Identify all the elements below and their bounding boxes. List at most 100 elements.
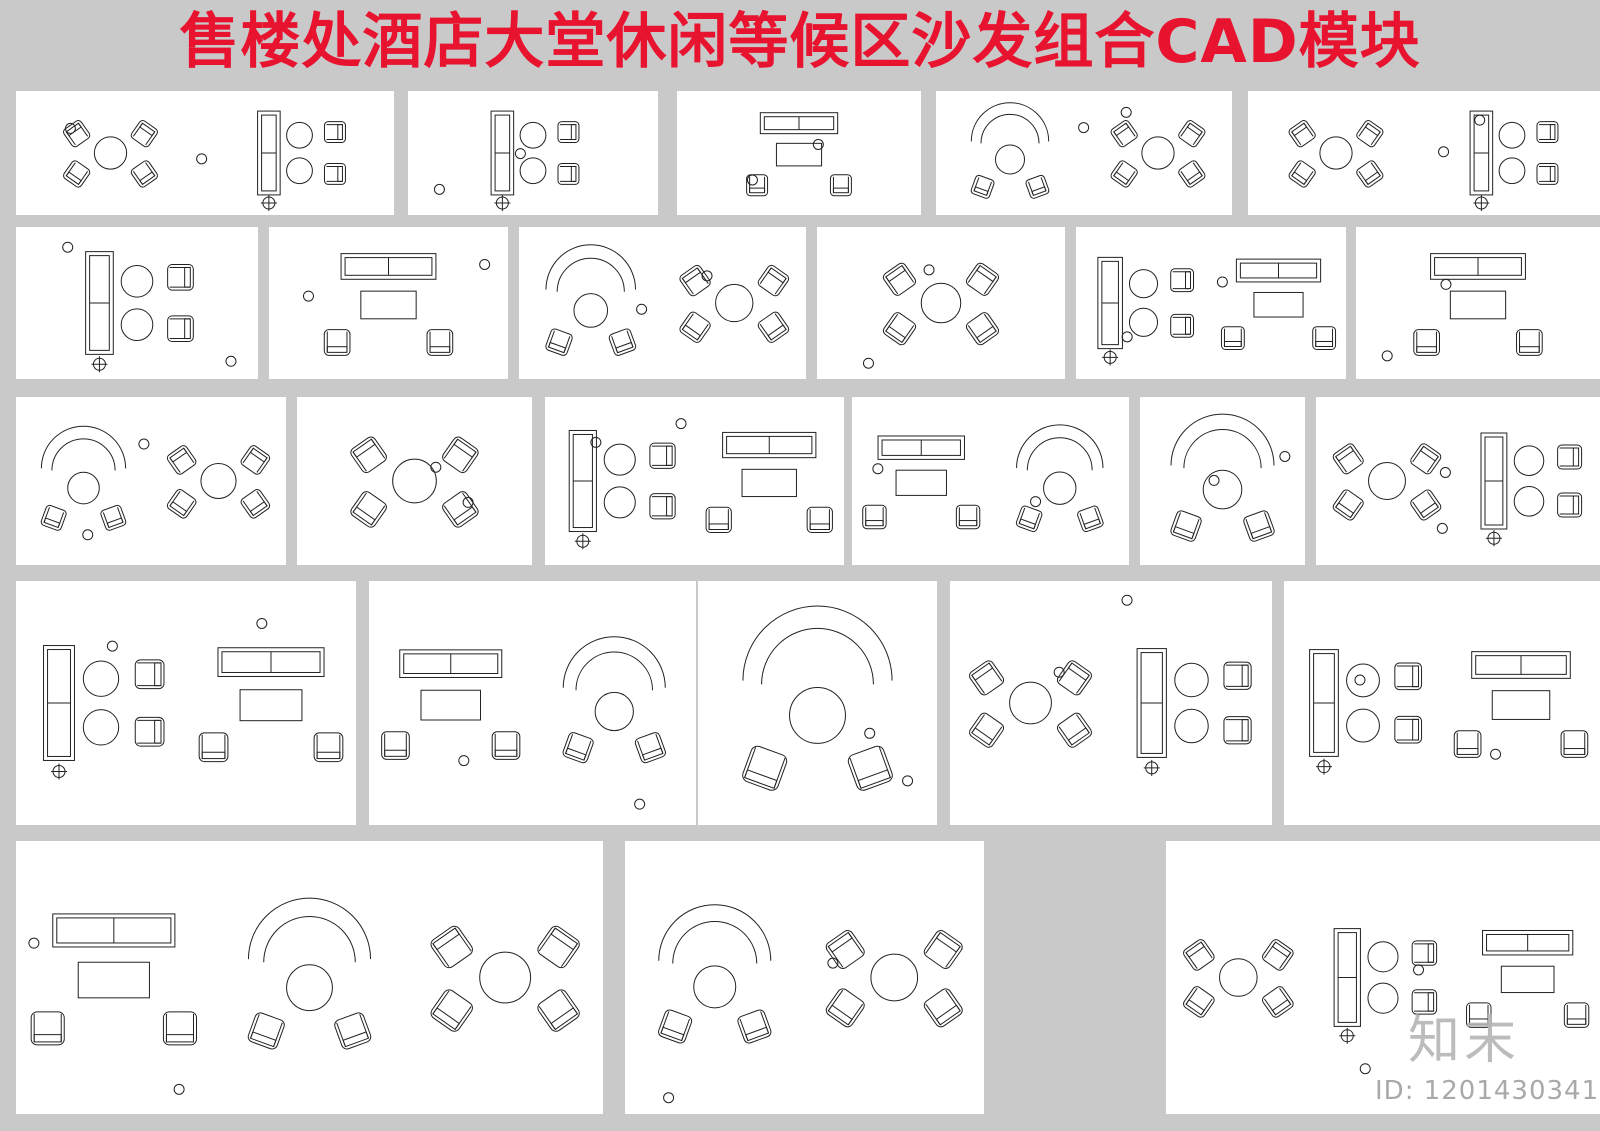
armchair-icon [1243,510,1275,542]
cad-drawing [970,102,1206,199]
armchair-icon [1183,939,1215,971]
side-table-icon [862,357,874,369]
sofa-icon [1471,651,1571,679]
armchair-icon [1178,120,1206,148]
floor-lamp-icon [91,356,108,373]
armchair-icon [1170,313,1195,338]
armchair-icon [1516,329,1543,356]
armchair-icon [323,162,346,185]
armchair-icon [442,491,479,528]
armchair-icon [1288,160,1316,188]
side-table-icon [1490,748,1502,760]
round-table-icon [1128,269,1159,299]
round-table-icon [789,686,846,744]
round-table-icon [1513,486,1545,517]
coffee-table-icon [77,961,150,999]
round-table-icon [1128,307,1159,337]
curved-sofa-icon [247,897,372,960]
cad-drawing [1332,432,1583,547]
sofa-group-19 [369,581,696,825]
round-table-icon [1174,662,1209,698]
round-table-icon [1219,958,1258,997]
curved-sofa-icon [40,425,127,469]
cad-drawing [381,636,666,810]
armchair-icon [430,989,473,1032]
round-table-icon [573,293,609,328]
cad-drawing [62,241,237,373]
armchair-icon [166,489,197,519]
armchair-icon [825,930,865,969]
armchair-icon [1356,160,1384,188]
curved-sofa-icon [658,904,772,961]
armchair-icon [1411,940,1438,966]
side-table-icon [1359,1063,1371,1075]
armchair-icon [806,506,833,534]
armchair-icon [426,329,454,356]
side-table-icon [302,290,314,302]
armchair-icon [1110,120,1138,148]
armchair-icon [430,925,473,969]
armchair-icon [965,262,1000,296]
armchair-icon [130,120,158,148]
sofa-group-25 [1166,841,1600,1114]
cad-drawing [1309,649,1589,775]
side-table-icon [1354,674,1366,686]
side-table-icon [173,1083,185,1095]
sofa-group-17 [1316,397,1600,565]
sofa-group-4 [936,91,1232,215]
armchair-icon [1394,715,1423,744]
side-table-icon [1381,350,1393,362]
sofa-icon [257,110,281,196]
armchair-icon [757,311,790,343]
curved-sofa-icon [545,244,637,290]
armchair-icon [1056,712,1092,748]
round-table-icon [479,951,532,1004]
cad-drawing [302,253,491,356]
coffee-table-icon [741,468,797,498]
round-table-icon [594,691,634,732]
armchair-icon [1262,939,1294,971]
armchair-icon [323,121,346,144]
armchair-icon [1413,329,1440,356]
armchair-icon [545,328,573,356]
cad-drawing [1183,928,1590,1075]
round-table-icon [1367,941,1399,973]
round-table-icon [1202,469,1243,510]
side-table-icon [923,264,935,276]
round-table-icon [920,282,962,324]
floor-lamp-icon [1339,1027,1356,1044]
round-table-icon [1043,471,1077,505]
armchair-icon [1453,730,1482,758]
side-table-icon [864,727,876,739]
armchair-icon [1332,443,1364,475]
armchair-icon [1536,121,1559,144]
cad-drawing [28,897,580,1095]
sofa-icon [1235,258,1322,283]
round-table-icon [519,121,547,149]
side-table-icon [462,496,474,508]
round-table-icon [67,471,100,505]
curved-sofa-icon [970,102,1050,142]
sofa-icon [1469,110,1494,196]
sofa-icon [877,435,965,460]
round-table-icon [519,157,547,185]
armchair-icon [923,988,963,1028]
side-table-icon [28,937,40,949]
side-table-icon [256,617,268,629]
round-table-icon [392,458,437,504]
armchair-icon [1466,1002,1492,1028]
armchair-icon [100,504,127,531]
armchair-icon [1536,162,1559,185]
cad-drawing [1097,256,1337,366]
armchair-icon [442,436,479,474]
armchair-icon [970,174,995,199]
floor-lamp-icon [1485,530,1502,547]
floor-lamp-icon [1473,194,1490,211]
sofa-group-6 [16,227,258,379]
sofa-icon [1482,929,1574,956]
armchair-icon [1170,268,1195,293]
armchair-icon [955,504,981,530]
curved-sofa-icon [1016,424,1104,469]
armchair-icon [1394,662,1423,691]
side-table-icon [458,755,470,767]
